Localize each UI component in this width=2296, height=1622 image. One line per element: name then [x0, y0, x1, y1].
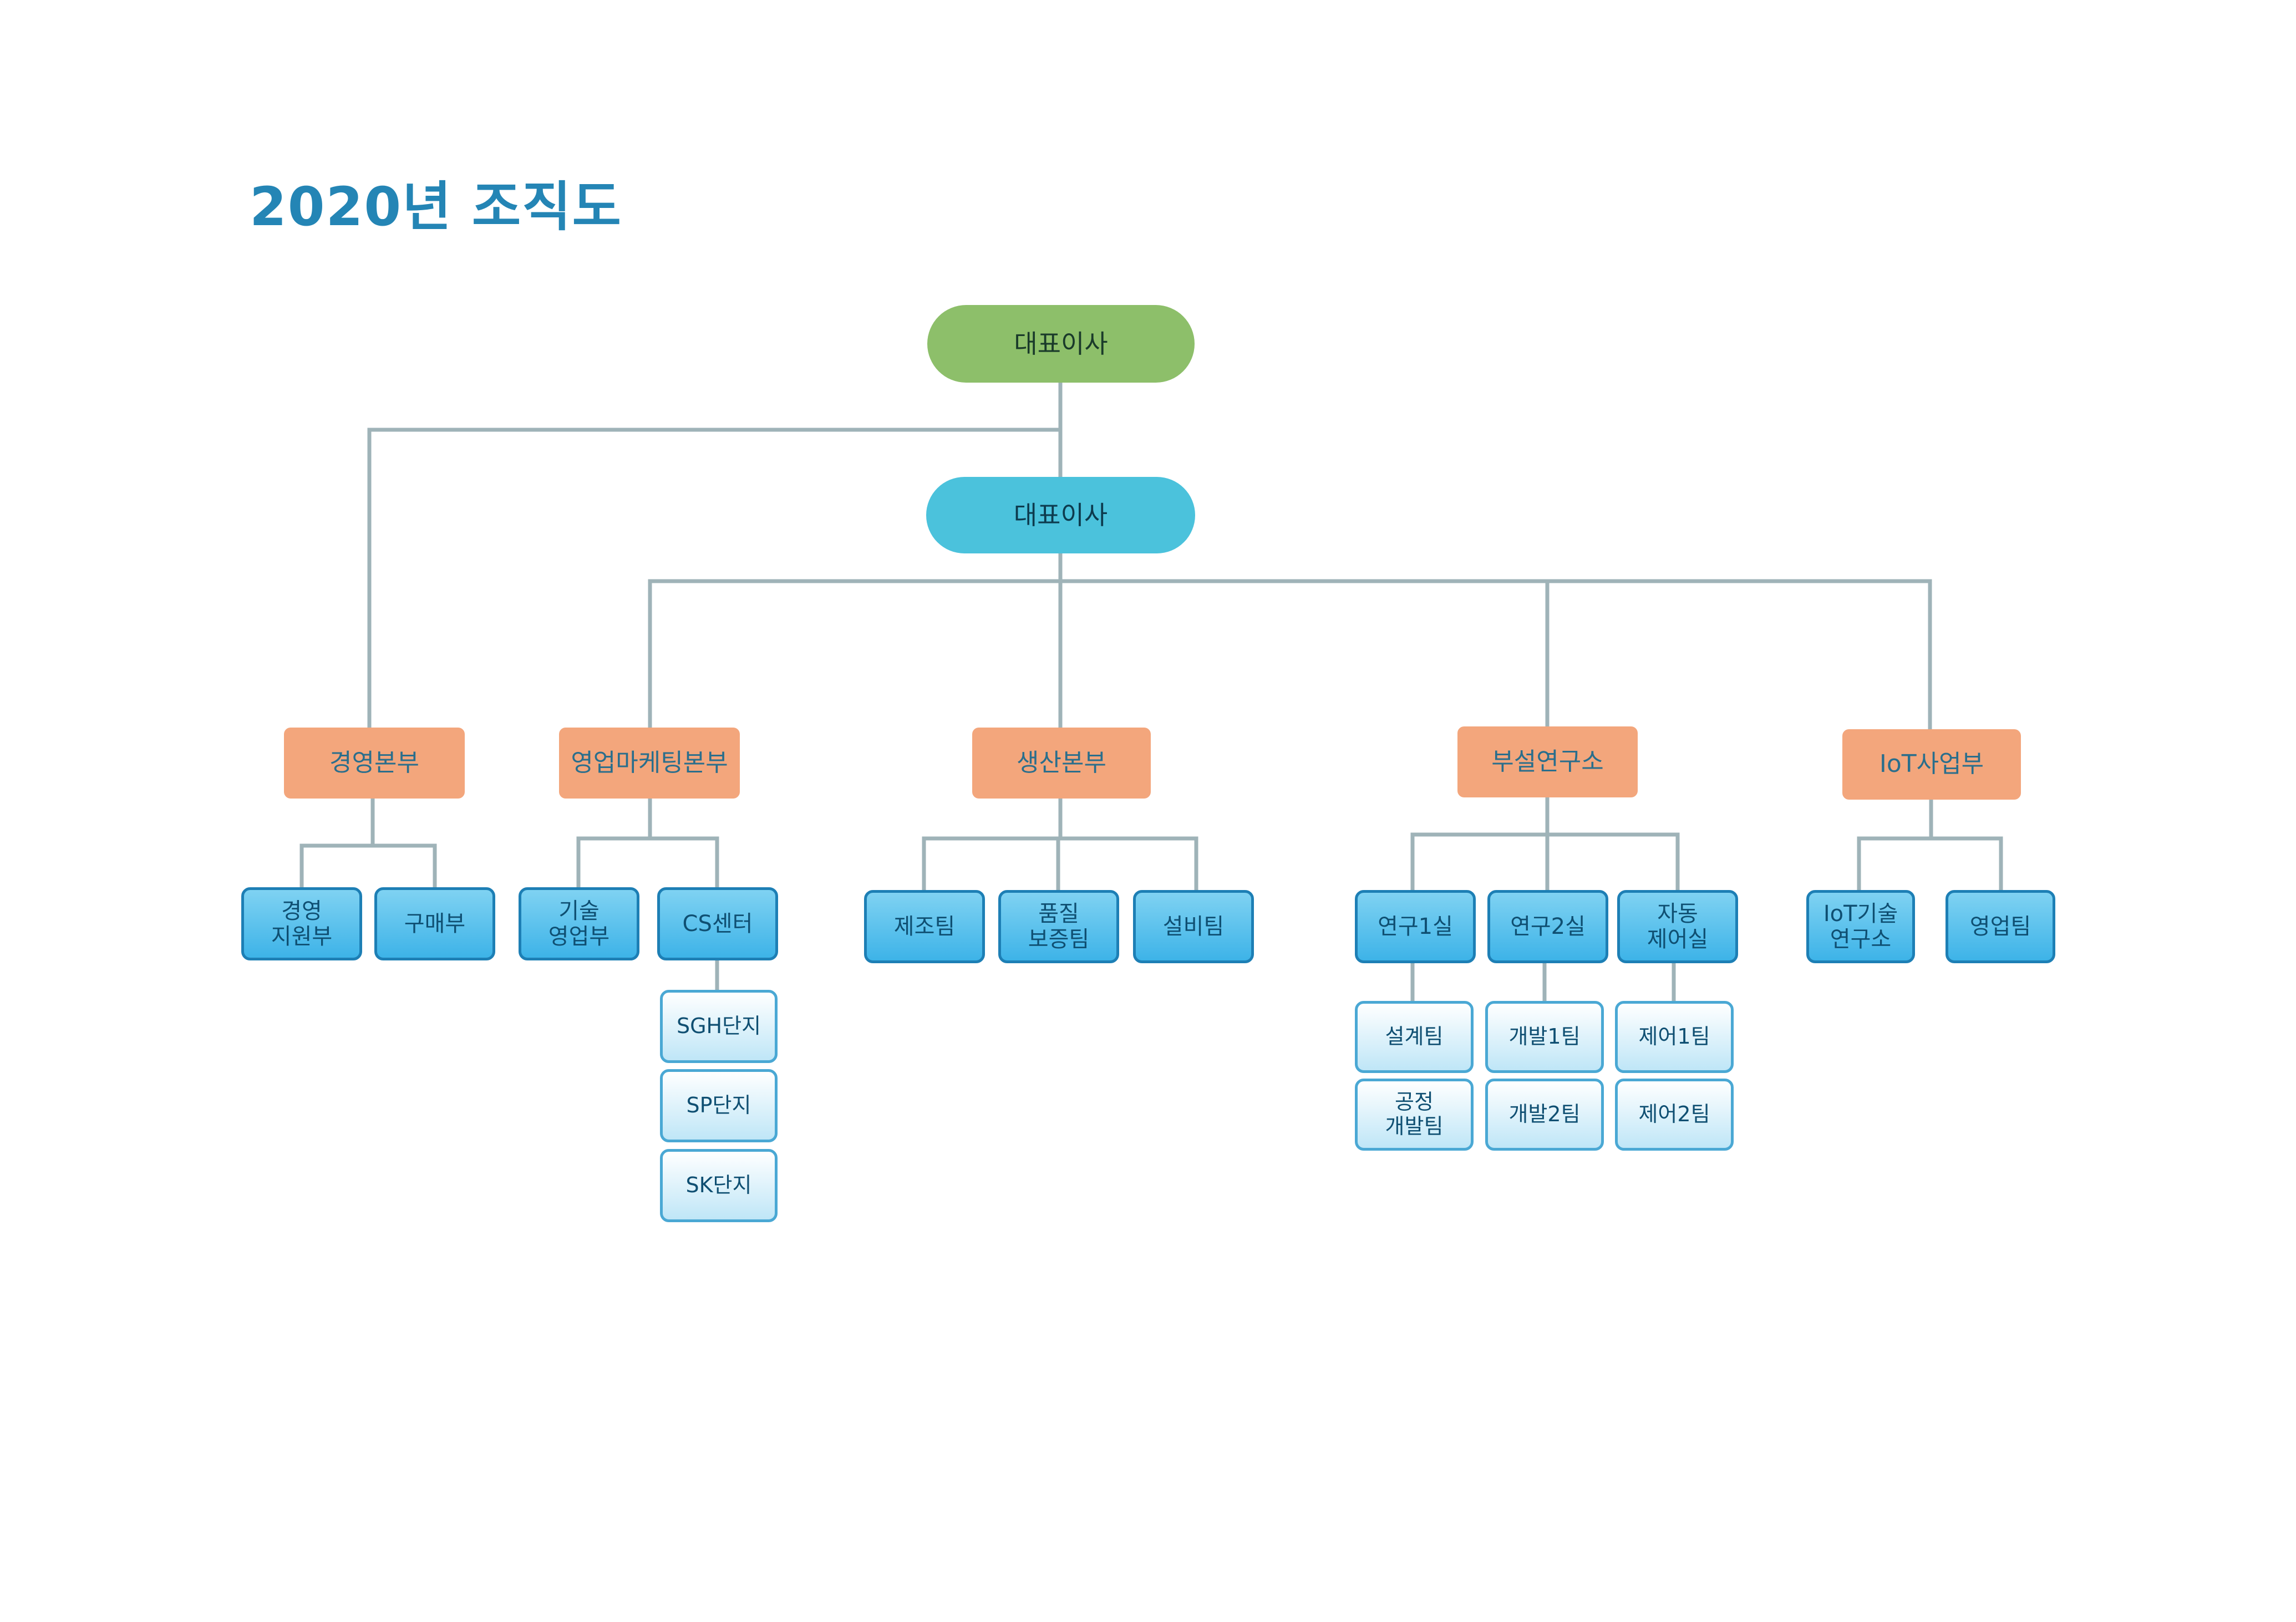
team-research-2: 연구2실: [1487, 890, 1608, 963]
sub-dev-team-1: 개발1팀: [1485, 1001, 1604, 1073]
division-production: 생산본부: [972, 728, 1151, 799]
team-facility: 설비팀: [1133, 890, 1254, 963]
team-management-support: 경영 지원부: [241, 887, 362, 960]
division-sales-marketing: 영업마케팅본부: [559, 728, 740, 799]
page-title: 2020년 조직도: [250, 176, 622, 238]
sub-control-team-1: 제어1팀: [1615, 1001, 1734, 1073]
sub-process-dev-team: 공정 개발팀: [1355, 1079, 1474, 1151]
team-auto-control: 자동 제어실: [1617, 890, 1738, 963]
sub-sk-complex: SK단지: [660, 1149, 778, 1222]
team-iot-sales: 영업팀: [1945, 890, 2055, 963]
team-iot-tech-lab: IoT기술 연구소: [1806, 890, 1915, 963]
sub-sgh-complex: SGH단지: [660, 990, 778, 1063]
sub-dev-team-2: 개발2팀: [1485, 1079, 1604, 1151]
team-quality-assurance: 품질 보증팀: [998, 890, 1119, 963]
sub-design-team: 설계팀: [1355, 1001, 1474, 1073]
team-tech-sales: 기술 영업부: [519, 887, 639, 960]
sub-control-team-2: 제어2팀: [1615, 1079, 1734, 1151]
team-manufacturing: 제조팀: [864, 890, 985, 963]
team-purchasing: 구매부: [374, 887, 495, 960]
ceo-box-second: 대표이사: [926, 477, 1195, 553]
division-research-lab: 부설연구소: [1457, 726, 1638, 797]
sub-sp-complex: SP단지: [660, 1069, 778, 1142]
team-cs-center: CS센터: [657, 887, 778, 960]
division-management: 경영본부: [284, 728, 465, 799]
team-research-1: 연구1실: [1355, 890, 1476, 963]
division-iot: IoT사업부: [1842, 729, 2021, 800]
ceo-box-top: 대표이사: [927, 305, 1195, 383]
